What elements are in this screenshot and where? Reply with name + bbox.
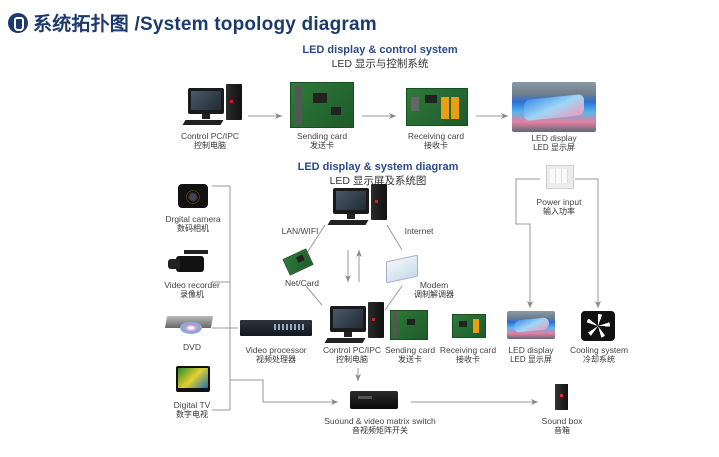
video-processor-image [240, 320, 312, 336]
matrix-switch-image [350, 391, 398, 409]
chain-receiving-card: Receiving card 接收卡 [439, 345, 497, 364]
control-system-title: LED display & control system [302, 44, 458, 56]
source-video-recorder: Video recorder 录像机 [164, 280, 220, 299]
sound-box-label: Sound box 音箱 [541, 416, 583, 435]
source-digital-tv: Digital TV 数字电视 [173, 400, 211, 419]
cooling-fan-image [581, 311, 615, 341]
power-switch-image [546, 165, 574, 189]
video-recorder-image [168, 250, 212, 272]
chain-video-processor: Video processor 视频处理器 [245, 345, 307, 364]
digital-tv-image [176, 366, 210, 392]
source-dvd: DVD [183, 342, 201, 352]
page-title-text: 系统拓扑图 /System topology diagram [33, 14, 377, 35]
arrow-sources-to-matrix [230, 379, 338, 405]
node-led-display: LED display LED 显示屏 [531, 133, 577, 152]
power-input-label: Power input 输入功率 [536, 197, 582, 216]
chain-led-display-image [507, 311, 555, 339]
net-card-label: Net/Card [284, 278, 319, 288]
control-system-subtitle: LED 显示与控制系统 [331, 58, 429, 70]
chain-sending-card: Sending card 发送卡 [384, 345, 436, 364]
system-diagram-title: LED display & system diagram [297, 161, 459, 173]
digital-camera-image [178, 184, 208, 208]
hand-pointer-icon [8, 12, 28, 33]
chain-sending-card-image [390, 310, 428, 340]
internet-label: Internet [404, 226, 434, 236]
lan-wifi-label: LAN/WIFI [281, 226, 319, 236]
source-digital-camera: Drgital camera 数码相机 [165, 214, 221, 233]
sending-card-image [290, 82, 354, 128]
chain-receiving-card-image [452, 314, 486, 338]
node-receiving-card: Receiving card 接收卡 [407, 131, 465, 150]
arrow-power-to-led [515, 178, 540, 308]
receiving-card-image [406, 88, 468, 126]
chain-cooling-system: Cooling system 冷却系统 [569, 345, 629, 364]
chain-control-pc: Control PC/IPC 控制电脑 [322, 345, 382, 364]
matrix-switch-label: Suound & video matrix switch 音视频矩阵开关 [324, 416, 436, 435]
led-display-image [512, 82, 596, 132]
system-diagram-subtitle: LED 显示屏及系统图 [329, 175, 427, 187]
dvd-image [164, 314, 214, 336]
sound-box-image [555, 384, 568, 410]
modem-label: Modem 调制解调器 [414, 280, 454, 299]
page-title: 系统拓扑图 /System topology diagram [8, 9, 377, 36]
arrow-power-to-cooling [575, 178, 601, 308]
node-sending-card: Sending card 发送卡 [296, 131, 348, 150]
node-control-pc: Control PC/IPC 控制电脑 [180, 131, 240, 150]
chain-led-display: LED display LED 显示屏 [508, 345, 554, 364]
